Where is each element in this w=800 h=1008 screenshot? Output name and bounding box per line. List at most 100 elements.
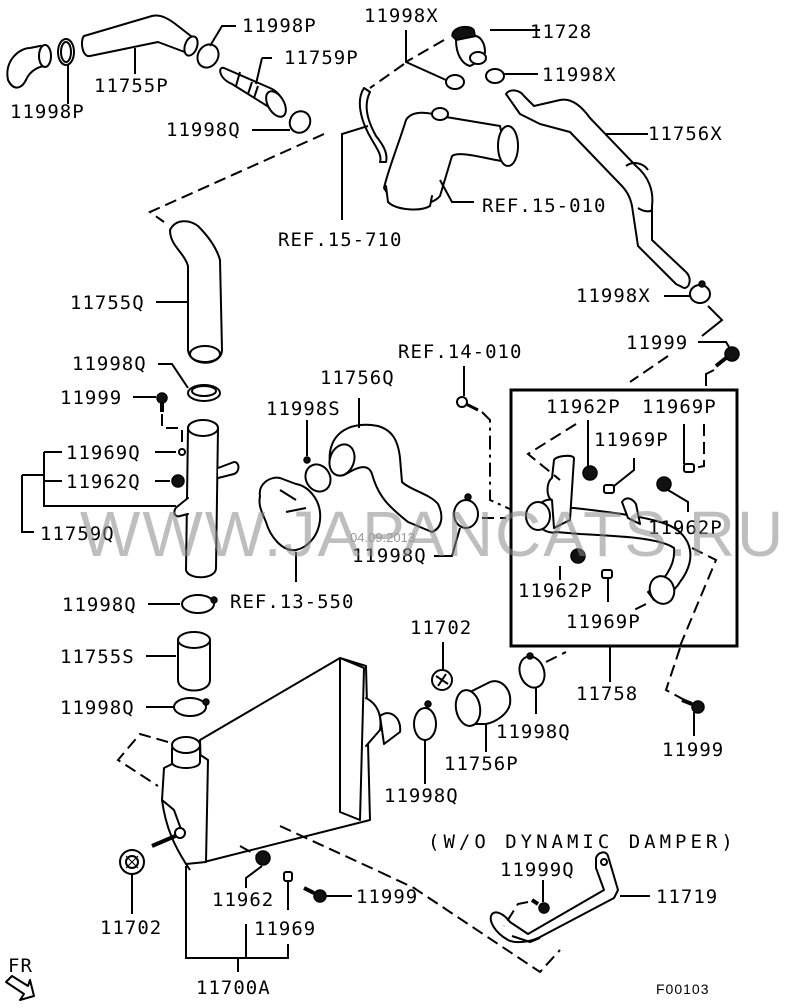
label-11998X[interactable]: 11998X (542, 64, 617, 86)
collar-part (283, 871, 293, 882)
front-direction-arrow-icon (5, 975, 35, 1001)
label-11999[interactable]: 11999 (662, 739, 724, 761)
pipe-11759Q-part (173, 419, 240, 579)
figure-code: F00103 (656, 981, 709, 997)
label-11759Q[interactable]: 11759Q (40, 523, 115, 545)
bracket-11719-part (489, 851, 619, 944)
label-11755P[interactable]: 11755P (94, 75, 169, 97)
label-11969[interactable]: 11969 (254, 918, 316, 940)
hose-clamp-part (187, 384, 221, 402)
hose-clamp-part (288, 110, 312, 134)
hose-11756X-part (505, 89, 691, 289)
label-11999[interactable]: 11999 (356, 886, 418, 908)
label-ref-14-010[interactable]: REF.14-010 (398, 341, 522, 363)
label-11702[interactable]: 11702 (410, 617, 472, 639)
sensor-11728-part (451, 25, 487, 67)
label-11999Q[interactable]: 11999Q (500, 859, 575, 881)
stud-bolt-part (151, 827, 186, 848)
wire-clip-part (431, 669, 453, 691)
hose-clamp-part (518, 652, 546, 689)
variant-note: (W/O DYNAMIC DAMPER) (428, 831, 737, 853)
label-ref-15-010[interactable]: REF.15-010 (482, 195, 606, 217)
bushing-part (171, 474, 185, 488)
label-11755S[interactable]: 11755S (60, 646, 135, 668)
label-11969Q[interactable]: 11969Q (66, 442, 141, 464)
bolt-part (714, 346, 740, 368)
hose-clamp-part (453, 493, 479, 529)
label-11756Q[interactable]: 11756Q (320, 367, 395, 389)
label-11998S[interactable]: 11998S (266, 398, 341, 420)
hose-clamp-part (181, 594, 218, 614)
label-11999[interactable]: 11999 (626, 332, 688, 354)
label-11759P[interactable]: 11759P (284, 47, 359, 69)
hose-clamp-part (57, 38, 75, 66)
elbow-pipe-part (6, 44, 52, 89)
assembly-box-11758 (509, 388, 739, 648)
watermark: WWW.JAPANCATS.RU (80, 498, 785, 570)
label-11998Q[interactable]: 11998Q (60, 697, 135, 719)
label-11998Q[interactable]: 11998Q (496, 721, 571, 743)
bolt-part (456, 396, 479, 412)
label-11700A[interactable]: 11700A (196, 977, 271, 999)
bushing-part (570, 548, 586, 564)
label-11998Q[interactable]: 11998Q (352, 545, 427, 567)
clamp-screw (526, 652, 534, 660)
collar-part (603, 484, 615, 494)
label-11998Q[interactable]: 11998Q (166, 119, 241, 141)
label-ref-15-710[interactable]: REF.15-710 (278, 229, 402, 251)
label-11998Q[interactable]: 11998Q (72, 353, 147, 375)
bushing-part (582, 465, 598, 481)
label-11999[interactable]: 11999 (60, 387, 122, 409)
label-11962P[interactable]: 11962P (648, 517, 723, 539)
collar-part (683, 463, 695, 473)
hose-11759P-part (219, 66, 287, 118)
hose-11756P-part (454, 680, 512, 727)
hose-clamp-part (173, 697, 210, 717)
label-11998Q[interactable]: 11998Q (62, 594, 137, 616)
hose-clamp-part (485, 68, 505, 84)
label-11702[interactable]: 11702 (100, 917, 162, 939)
air-intake-pipe-part (383, 107, 519, 211)
bolt-part (530, 898, 550, 914)
bushing-part (656, 476, 672, 492)
label-11969P[interactable]: 11969P (594, 429, 669, 451)
hose-clamp-part (445, 74, 465, 90)
bolt-part (303, 886, 327, 903)
label-11998X[interactable]: 11998X (576, 285, 651, 307)
label-11962[interactable]: 11962 (212, 889, 274, 911)
direction-label: FR (8, 955, 33, 977)
label-11756X[interactable]: 11756X (648, 123, 723, 145)
hose-clamp-part (689, 280, 711, 304)
label-11998X[interactable]: 11998X (364, 5, 439, 27)
vacuum-tube-part (358, 87, 388, 163)
label-11758[interactable]: 11758 (576, 683, 638, 705)
hose-11756Q-part (328, 423, 443, 533)
label-ref-13-550[interactable]: REF.13-550 (230, 591, 354, 613)
label-11756P[interactable]: 11756P (444, 753, 519, 775)
wire-clip-part (119, 849, 145, 875)
hose-clamp-part (196, 43, 220, 69)
label-11962Q[interactable]: 11962Q (66, 471, 141, 493)
intercooler-11700A-part (161, 657, 402, 865)
hose-clamp-part (303, 456, 332, 493)
label-11728[interactable]: 11728 (530, 21, 592, 43)
label-11998P[interactable]: 11998P (242, 15, 317, 37)
label-11719[interactable]: 11719 (656, 886, 718, 908)
label-11969P[interactable]: 11969P (642, 396, 717, 418)
grommet-part (178, 448, 186, 456)
label-11962P[interactable]: 11962P (546, 396, 621, 418)
pipe-11758-part (525, 454, 692, 605)
label-11998P[interactable]: 11998P (10, 101, 85, 123)
bolt-part (156, 392, 168, 412)
label-11998Q[interactable]: 11998Q (384, 785, 459, 807)
bushing-part (255, 850, 271, 866)
hose-clamp-part (413, 700, 437, 741)
throttle-body-part (258, 476, 322, 552)
collar-part (601, 569, 613, 579)
label-11962P[interactable]: 11962P (518, 580, 593, 602)
label-11969P[interactable]: 11969P (566, 611, 641, 633)
hose-11755P-part (81, 14, 197, 58)
label-11755Q[interactable]: 11755Q (70, 292, 145, 314)
watermark-date: 04.09.2013 (350, 530, 415, 545)
